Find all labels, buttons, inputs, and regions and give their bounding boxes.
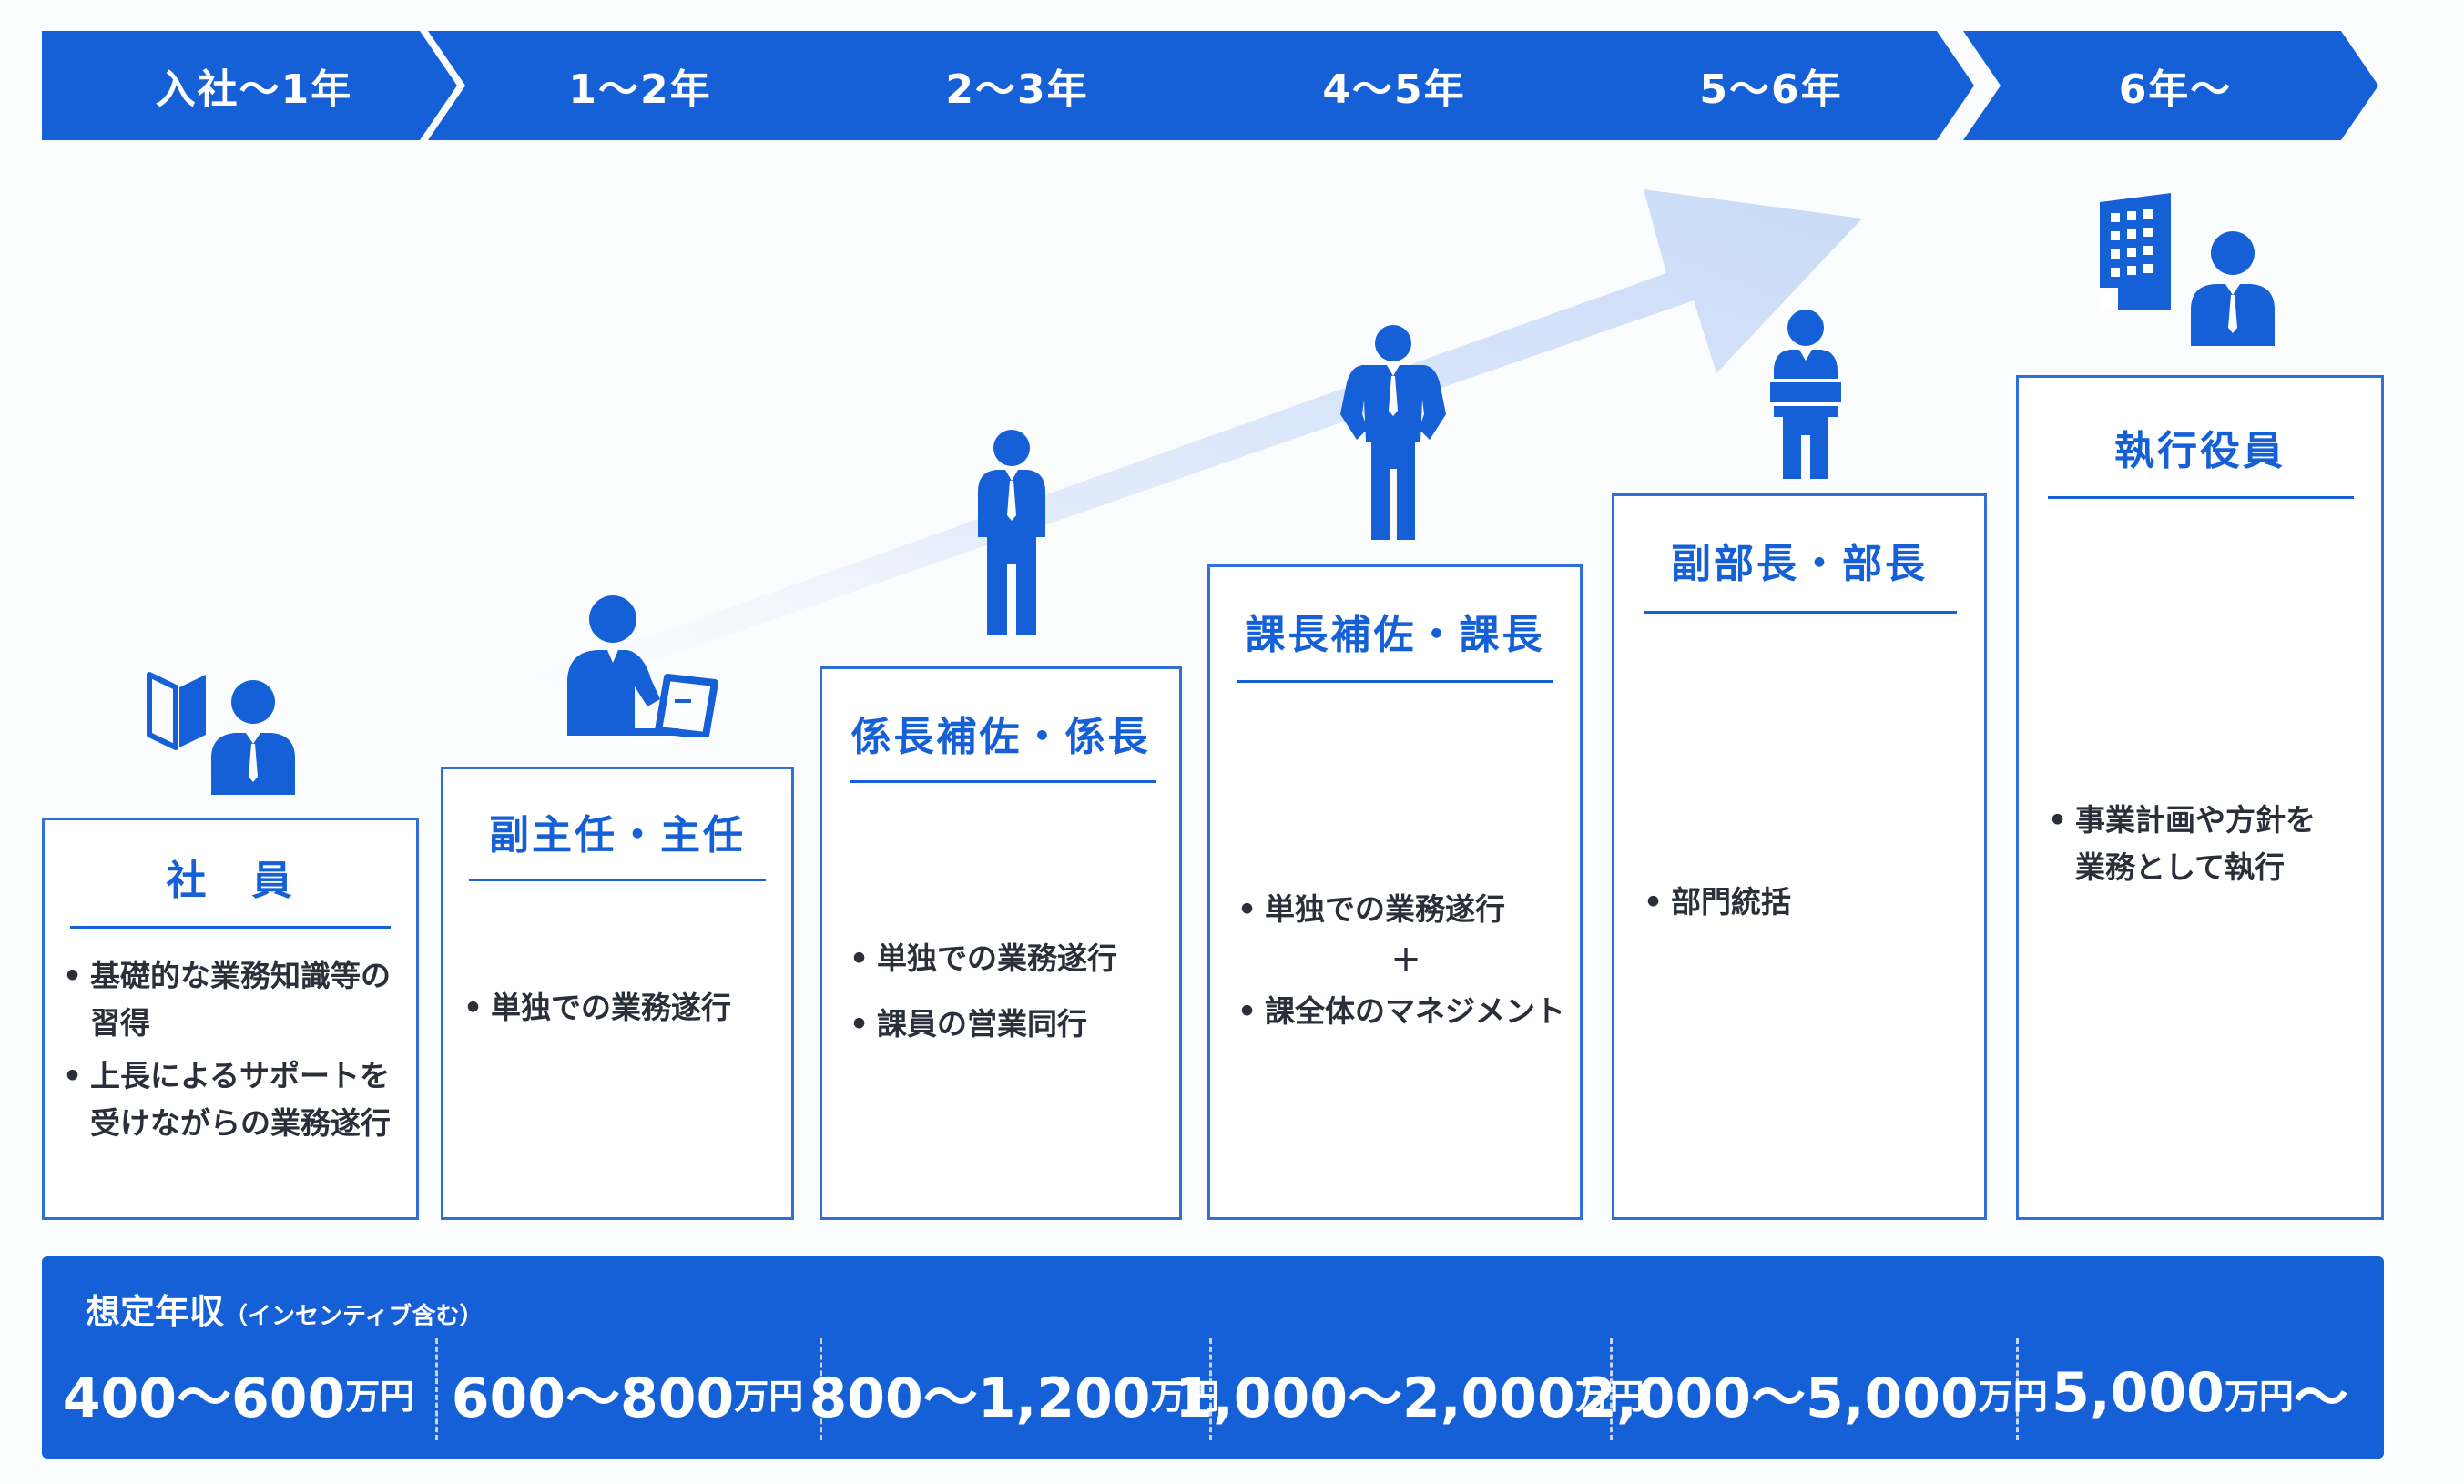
office-building-icon (2100, 193, 2171, 310)
bullet-item: 受けながらの業務遂行 (90, 1105, 391, 1141)
position-title: 社 員 (166, 858, 295, 904)
salary-label-note: （インセンティブ含む） (224, 1303, 484, 1330)
position-card-director: 副部長・部長 部門統括 (1612, 493, 1987, 1220)
bullet-list: 単独での業務遂行 (463, 984, 731, 1032)
salary-divider (1209, 1338, 1212, 1440)
person-icon (211, 680, 295, 795)
position-title: 副部長・部長 (1671, 541, 1928, 587)
bullet-list: 単独での業務遂行 ＋ 課全体のマネジメント (1237, 884, 1574, 1037)
bullet-list: 部門統括 (1644, 879, 1791, 926)
bullet-list: 単独での業務遂行 課員の営業同行 (850, 926, 1117, 1057)
title-underline (1644, 611, 1957, 614)
title-underline (1237, 680, 1553, 683)
position-title: 執行役員 (2114, 428, 2286, 474)
bullet-item: 事業計画や方針を (2048, 797, 2316, 844)
salary-divider (435, 1338, 438, 1440)
arms-crossed-person-icon (1767, 310, 1845, 479)
bullet-item: 単独での業務遂行 (850, 926, 1117, 991)
plus-sign: ＋ (1390, 942, 1421, 978)
person-icon (2191, 231, 2275, 346)
period-chevron: 1～2年 (428, 31, 843, 140)
bullet-list: 基礎的な業務知識等の 習得 上長によるサポートを 受けながらの業務遂行 (63, 952, 391, 1147)
position-title: 副主任・主任 (489, 812, 746, 859)
title-underline (70, 926, 391, 929)
bullet-item: 単独での業務遂行 (1237, 884, 1574, 935)
salary-divider (2016, 1338, 2019, 1440)
position-card-section-chief: 係長補佐・係長 単独での業務遂行 課員の営業同行 (820, 666, 1182, 1220)
bullet-list: 事業計画や方針を 業務として執行 (2048, 797, 2316, 891)
position-card-executive: 執行役員 事業計画や方針を 業務として執行 (2016, 375, 2384, 1220)
bullet-item: 課員の営業同行 (850, 991, 1117, 1057)
salary-divider (1610, 1338, 1613, 1440)
position-card-manager: 課長補佐・課長 単独での業務遂行 ＋ 課全体のマネジメント (1207, 564, 1583, 1220)
bullet-item: 習得 (90, 1005, 150, 1041)
title-underline (2048, 496, 2354, 499)
bullet-item: 業務として執行 (2075, 849, 2286, 885)
period-chevron: 2～3年 (805, 31, 1220, 140)
hands-on-hips-person-icon (1340, 325, 1446, 540)
position-card-staff: 社 員 基礎的な業務知識等の 習得 上長によるサポートを 受けながらの業務遂行 (42, 818, 419, 1220)
period-chevron: 6年～ (1963, 31, 2378, 140)
bullet-item: 上長によるサポートを (63, 1052, 391, 1100)
salary-divider (820, 1338, 822, 1440)
title-underline (469, 879, 766, 881)
beginner-mark-icon (147, 672, 206, 750)
salary-label: 想定年収（インセンティブ含む） (86, 1292, 484, 1332)
person-at-desk-icon (567, 595, 718, 737)
position-card-chief: 副主任・主任 単独での業務遂行 (441, 767, 794, 1220)
bullet-item: 基礎的な業務知識等の (63, 952, 391, 1000)
period-chevron: 4～5年 (1182, 31, 1597, 140)
title-underline (850, 780, 1156, 783)
period-chevron: 入社～1年 (42, 31, 457, 140)
bullet-item: 単独での業務遂行 (463, 984, 731, 1032)
position-title: 課長補佐・課長 (1245, 612, 1545, 658)
standing-person-icon (978, 430, 1045, 635)
bullet-item: 部門統括 (1644, 879, 1791, 926)
position-title: 係長補佐・係長 (850, 714, 1151, 760)
period-chevron: 5～6年 (1559, 31, 1974, 140)
period-timeline: 入社～1年 1～2年 2～3年 4～5年 5～6年 6年～ (0, 0, 2464, 155)
bullet-item: 課全体のマネジメント (1237, 986, 1574, 1037)
